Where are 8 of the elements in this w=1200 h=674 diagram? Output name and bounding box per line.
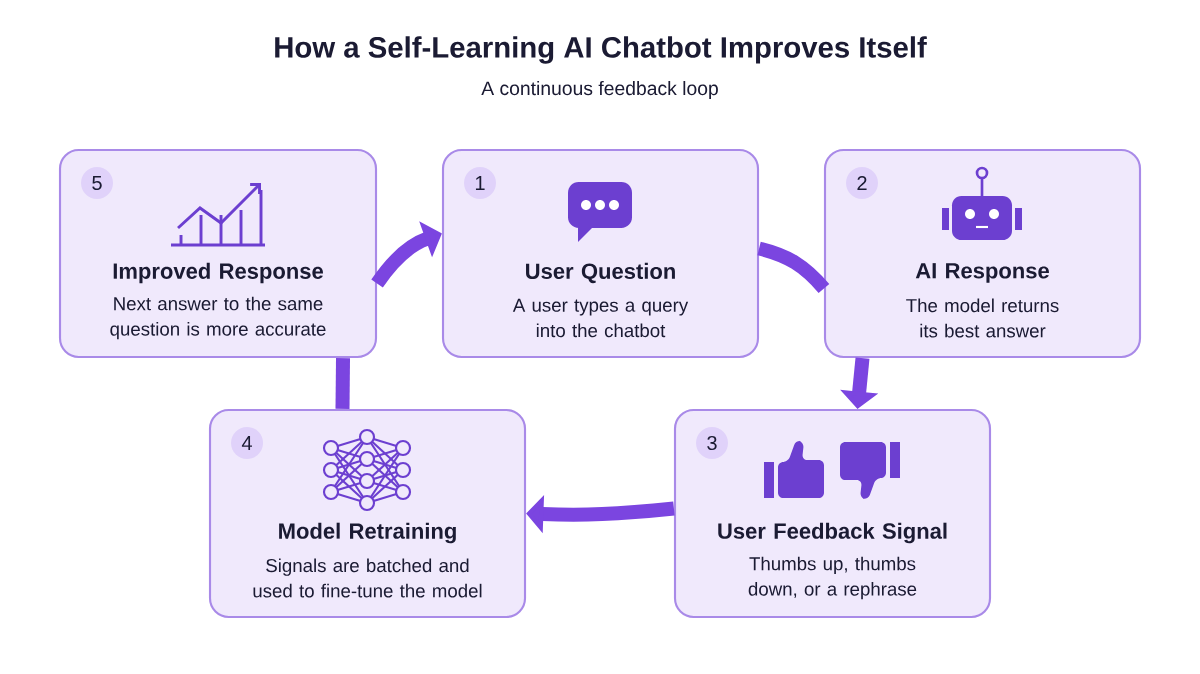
subtitle: A continuous feedback loop bbox=[481, 81, 718, 99]
step-badge: 4 bbox=[231, 427, 263, 459]
step-badge: 5 bbox=[81, 167, 113, 199]
arrow bbox=[371, 221, 442, 288]
step-badge: 3 bbox=[696, 427, 728, 459]
step-badge: 1 bbox=[464, 167, 496, 199]
step-badge: 2 bbox=[846, 167, 878, 199]
title: How a Self-Learning AI Chatbot Improves Itself bbox=[275, 36, 927, 64]
